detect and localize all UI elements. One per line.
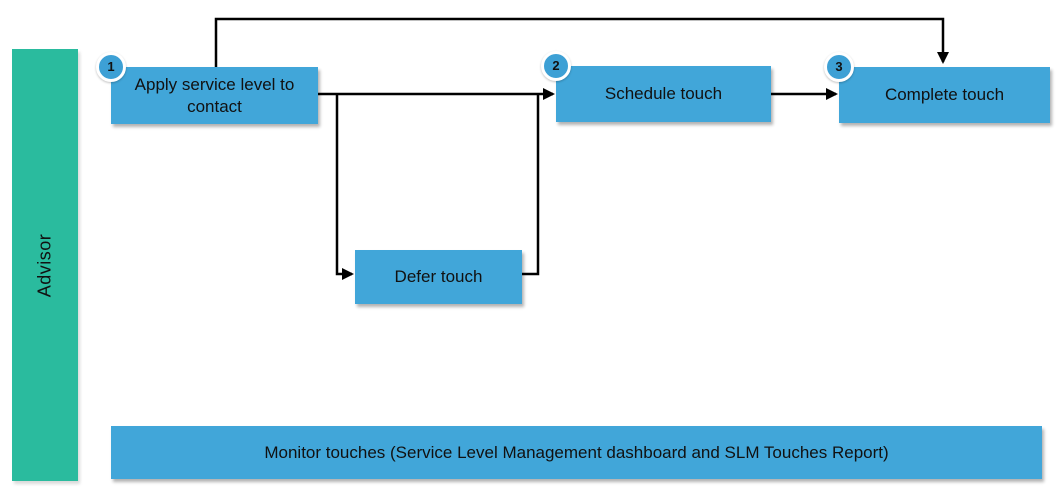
step-badge-2: 2 xyxy=(541,51,571,81)
node-complete-touch-label: Complete touch xyxy=(884,85,1005,105)
connector-apply-to-complete-top xyxy=(214,17,949,67)
step-badge-3: 3 xyxy=(824,52,854,82)
node-schedule-touch-label: Schedule touch xyxy=(604,84,723,104)
connector-apply-to-defer xyxy=(335,94,354,280)
node-defer-touch-label: Defer touch xyxy=(394,267,483,287)
node-defer-touch: Defer touch xyxy=(355,250,522,304)
node-monitor-touches: Monitor touches (Service Level Managemen… xyxy=(111,426,1042,479)
node-monitor-touches-label: Monitor touches (Service Level Managemen… xyxy=(264,442,889,462)
node-apply-service-level-label: Apply service level to contact xyxy=(134,75,295,116)
swimlane-advisor: Advisor xyxy=(12,49,78,481)
node-apply-service-level: 1 Apply service level to contact xyxy=(96,52,318,124)
node-schedule-touch: 2 Schedule touch xyxy=(541,51,771,122)
node-complete-touch: 3 Complete touch xyxy=(824,52,1050,123)
step-badge-1: 1 xyxy=(96,52,126,82)
connector-defer-to-schedule xyxy=(522,95,540,276)
